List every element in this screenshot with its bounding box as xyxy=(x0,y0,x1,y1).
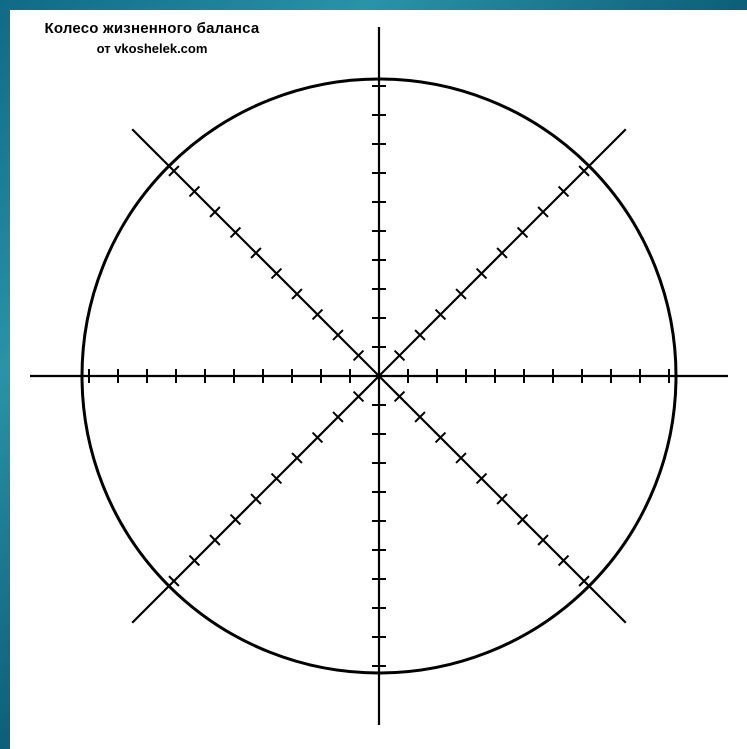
axes-group xyxy=(30,27,728,725)
